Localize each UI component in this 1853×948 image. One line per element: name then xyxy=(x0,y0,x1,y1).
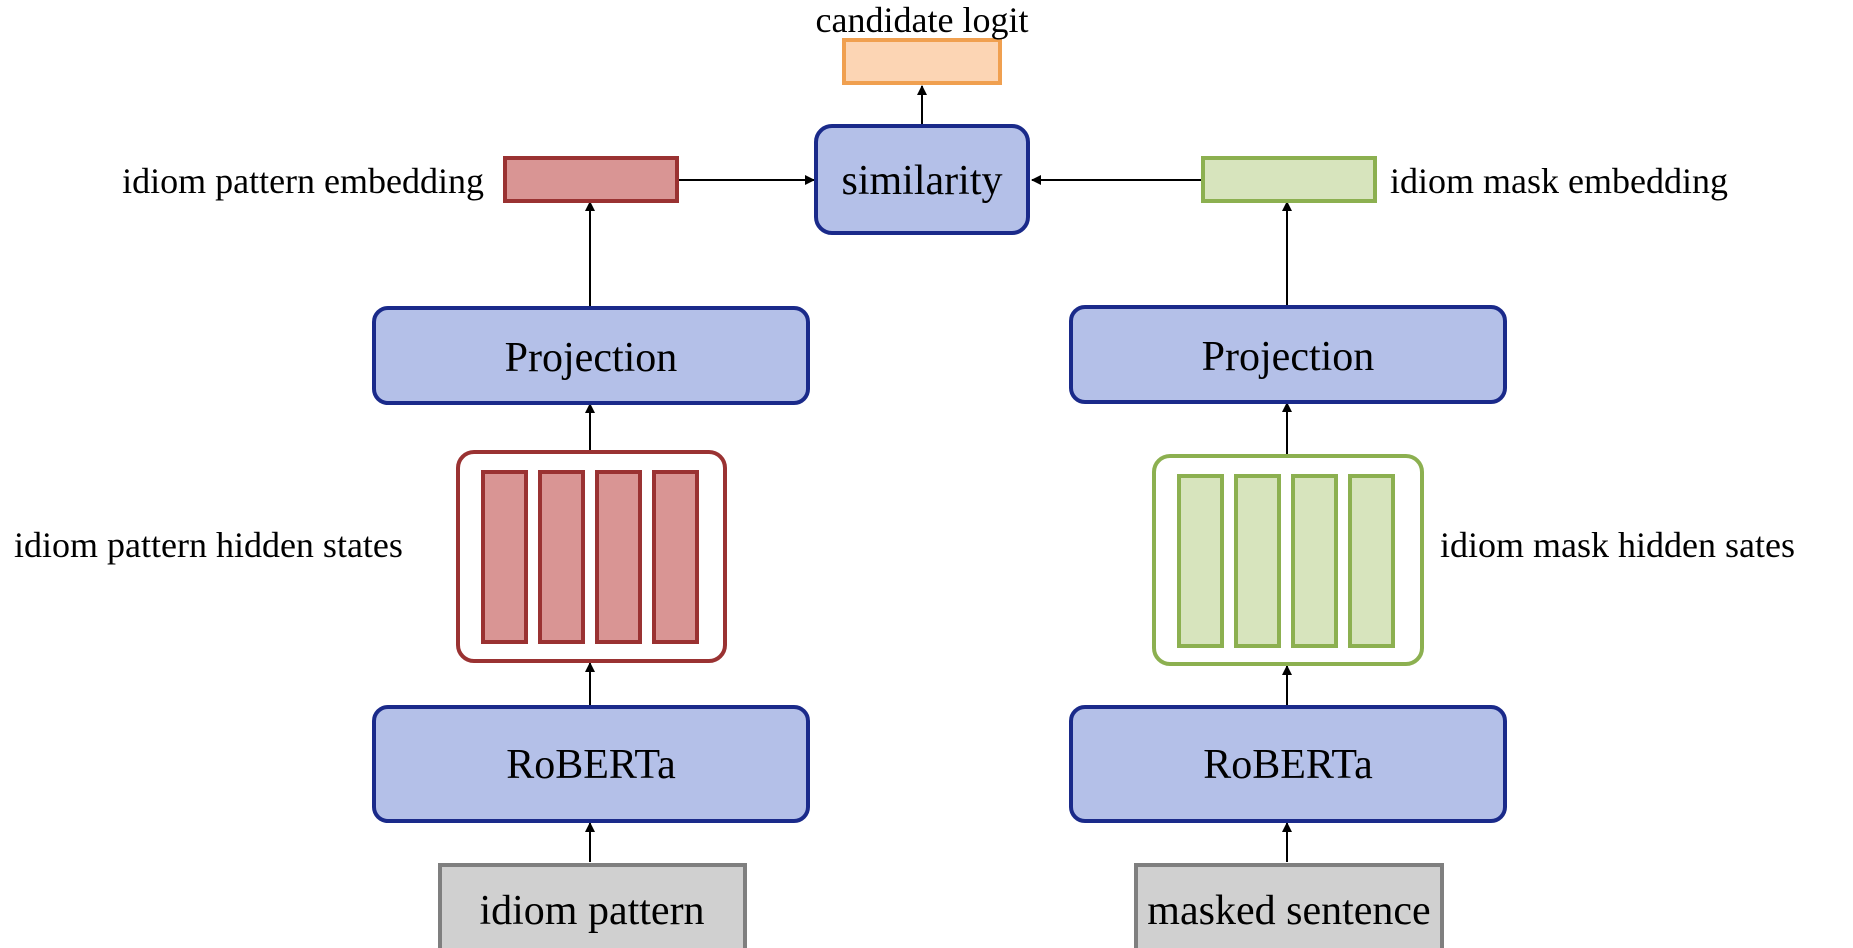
masked-sentence-input-box xyxy=(1134,863,1444,948)
idiom-mask-hidden-state xyxy=(1177,474,1224,648)
idiom-mask-embedding-box xyxy=(1201,156,1377,203)
idiom-mask-hidden-state xyxy=(1348,474,1395,648)
idiom-pattern-hidden-states-label: idiom pattern hidden states xyxy=(14,525,403,565)
similarity-block xyxy=(814,124,1030,235)
idiom-pattern-input-label: idiom pattern xyxy=(479,888,704,934)
left-roberta-label: RoBERTa xyxy=(506,742,676,788)
idiom-mask-embedding-label: idiom mask embedding xyxy=(1390,161,1728,201)
idiom-pattern-hidden-state xyxy=(652,470,699,644)
similarity-label: similarity xyxy=(842,158,1003,204)
right-roberta-label: RoBERTa xyxy=(1203,742,1373,788)
left-projection-label: Projection xyxy=(505,335,678,381)
right-roberta-block xyxy=(1069,705,1507,823)
idiom-pattern-input-box xyxy=(438,863,747,948)
right-projection-label: Projection xyxy=(1202,334,1375,380)
arrows xyxy=(585,85,1292,862)
idiom-pattern-embedding-box xyxy=(503,156,679,203)
idiom-pattern-embedding-label: idiom pattern embedding xyxy=(122,161,484,201)
idiom-pattern-hidden-state xyxy=(481,470,528,644)
idiom-pattern-hidden-state xyxy=(595,470,642,644)
idiom-mask-hidden-state xyxy=(1234,474,1281,648)
left-roberta-block xyxy=(372,705,810,823)
idiom-mask-hidden-states-label: idiom mask hidden sates xyxy=(1440,525,1795,565)
idiom-pattern-hidden-state xyxy=(538,470,585,644)
candidate-logit-box xyxy=(842,38,1002,85)
right-projection-block xyxy=(1069,305,1507,404)
left-projection-block xyxy=(372,306,810,405)
idiom-mask-hidden-state xyxy=(1291,474,1338,648)
masked-sentence-input-label: masked sentence xyxy=(1147,888,1430,934)
candidate-logit-label: candidate logit xyxy=(816,0,1029,40)
